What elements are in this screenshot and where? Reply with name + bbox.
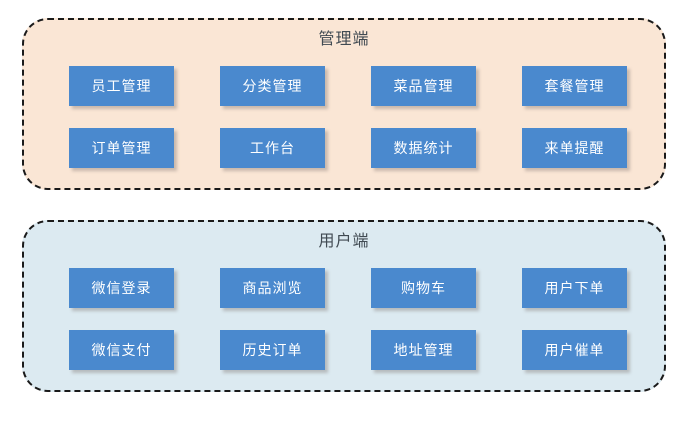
node-shopping-cart[interactable]: 购物车 (371, 268, 476, 308)
node-order-notification[interactable]: 来单提醒 (522, 128, 627, 168)
node-address-management[interactable]: 地址管理 (371, 330, 476, 370)
node-combo-management[interactable]: 套餐管理 (522, 66, 627, 106)
group-user: 用户端 微信登录 商品浏览 购物车 用户下单 微信支付 历史订单 地址管理 用户… (22, 220, 666, 392)
node-product-browse[interactable]: 商品浏览 (220, 268, 325, 308)
node-order-management[interactable]: 订单管理 (69, 128, 174, 168)
node-employee-management[interactable]: 员工管理 (69, 66, 174, 106)
node-workbench[interactable]: 工作台 (220, 128, 325, 168)
group-admin-node-grid: 员工管理 分类管理 菜品管理 套餐管理 订单管理 工作台 数据统计 来单提醒 (69, 66, 627, 168)
node-user-place-order[interactable]: 用户下单 (522, 268, 627, 308)
node-wechat-pay[interactable]: 微信支付 (69, 330, 174, 370)
node-dish-management[interactable]: 菜品管理 (371, 66, 476, 106)
node-user-reminder[interactable]: 用户催单 (522, 330, 627, 370)
group-user-title: 用户端 (318, 233, 370, 250)
node-wechat-login[interactable]: 微信登录 (69, 268, 174, 308)
node-data-statistics[interactable]: 数据统计 (371, 128, 476, 168)
group-admin: 管理端 员工管理 分类管理 菜品管理 套餐管理 订单管理 工作台 数据统计 来单… (22, 18, 666, 190)
node-order-history[interactable]: 历史订单 (220, 330, 325, 370)
group-admin-title: 管理端 (318, 31, 370, 48)
node-category-management[interactable]: 分类管理 (220, 66, 325, 106)
group-user-node-grid: 微信登录 商品浏览 购物车 用户下单 微信支付 历史订单 地址管理 用户催单 (69, 268, 627, 370)
